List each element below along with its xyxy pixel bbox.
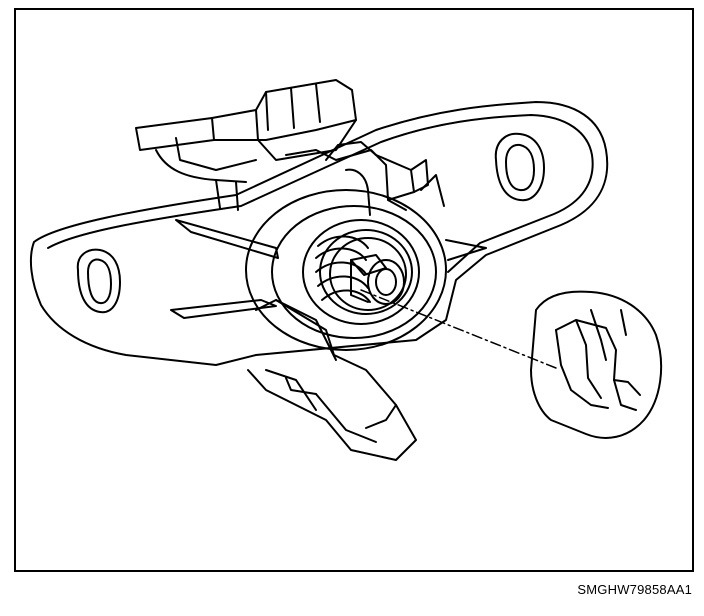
mounting-plate (29, 101, 609, 366)
sensor-housing (285, 141, 429, 216)
left-fin-lower (170, 299, 277, 319)
lower-lever-arm (247, 299, 417, 461)
throttle-shaft (350, 254, 405, 305)
right-mounting-slot (494, 132, 545, 202)
left-mounting-slot (76, 248, 121, 314)
sensor-rotor (530, 290, 663, 439)
rotor-bore (245, 189, 447, 351)
sensor-exploded-view (29, 79, 663, 461)
left-fin-upper (175, 219, 279, 259)
electrical-connector (135, 79, 357, 211)
illustration-frame (14, 8, 694, 572)
figure-code-label: SMGHW79858AA1 (577, 582, 692, 597)
right-fin-lower (445, 239, 487, 261)
alignment-line (360, 289, 557, 369)
mounting-plate-inner-edge (47, 114, 594, 273)
right-fin-upper (420, 174, 445, 207)
